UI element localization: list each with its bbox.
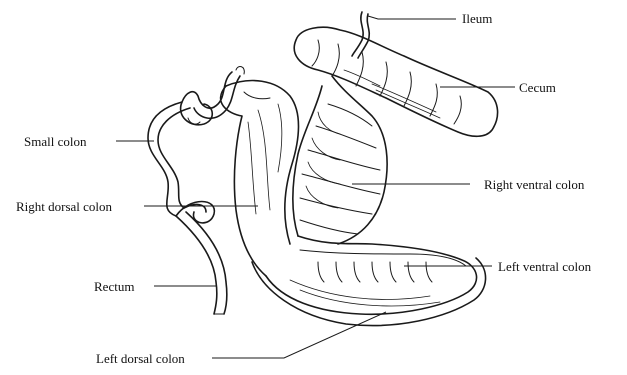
right-ventral-colon-drawing [293,76,387,244]
label-right-ventral-colon: Right ventral colon [484,177,584,192]
label-rectum: Rectum [94,279,134,294]
right-dorsal-colon-drawing [221,81,299,276]
label-ileum: Ileum [462,11,492,26]
cecum-drawing [294,27,497,136]
rectum-drawing [176,212,227,314]
left-colon-drawing [252,236,486,326]
label-left-ventral-colon: Left ventral colon [498,259,591,274]
leader-ileum [368,16,456,19]
label-left-dorsal-colon: Left dorsal colon [96,351,185,366]
leader-left-dorsal-colon [212,312,386,358]
label-small-colon: Small colon [24,134,86,149]
label-cecum: Cecum [519,80,556,95]
label-right-dorsal-colon: Right dorsal colon [16,199,112,214]
small-colon-drawing [148,67,244,223]
